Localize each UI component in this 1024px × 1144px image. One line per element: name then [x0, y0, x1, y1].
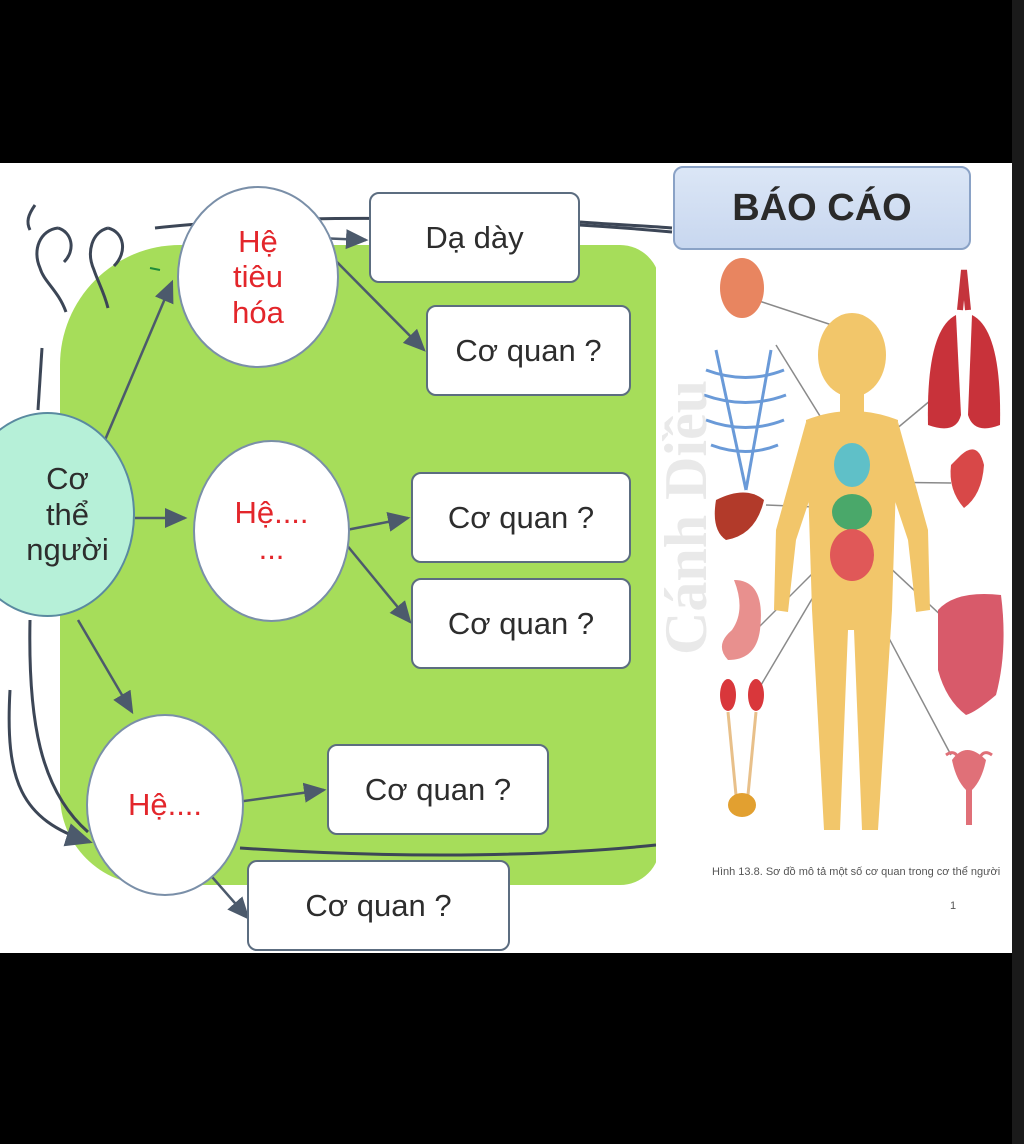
brain-icon: [720, 258, 764, 318]
bladder-icon: [728, 793, 756, 817]
organ-box-label: Dạ dày: [425, 219, 524, 255]
ribcage-icon: [703, 349, 787, 491]
system-node-label: Hệ tiêu hóa: [232, 223, 284, 330]
organ-box-3: Cơ quan ?: [411, 472, 631, 563]
report-header: BÁO CÁO: [673, 166, 971, 250]
anatomy-illustration: Cánh Diều: [653, 250, 1012, 930]
organ-box-label: Cơ quan ?: [305, 887, 452, 923]
quote-doodle-icon: [26, 204, 124, 313]
organ-box-label: Cơ quan ?: [447, 605, 595, 641]
organ-box-label: Cơ quan ?: [455, 332, 602, 368]
organ-box-label: Cơ quan ?: [364, 771, 512, 807]
screen-edge: [1012, 0, 1024, 1144]
organ-box-6: Cơ quan ?: [247, 860, 510, 951]
kidney-icon: [720, 679, 736, 711]
page-number: 1: [950, 900, 957, 912]
lungs-icon: [927, 315, 961, 429]
system-node-3: Hệ....: [86, 714, 244, 896]
root-node-label: Cơ thể người: [26, 461, 109, 568]
report-label: BÁO CÁO: [732, 186, 912, 229]
system-node-label: Hệ.... ...: [234, 495, 309, 566]
organ-box-label: Cơ quan ?: [447, 499, 595, 535]
figure-caption: Hình 13.8. Sơ đồ mô tả một số cơ quan tr…: [712, 866, 1001, 878]
uterus-icon: [952, 750, 986, 825]
organ-box-5: Cơ quan ?: [327, 744, 549, 835]
system-node-digestive: Hệ tiêu hóa: [177, 186, 339, 368]
organ-box-4: Cơ quan ?: [411, 578, 631, 669]
organ-box-stomach: Dạ dày: [369, 192, 580, 283]
system-node-2: Hệ.... ...: [193, 440, 350, 622]
root-node: Cơ thể người: [0, 412, 135, 617]
watermark-text: Cánh Diều: [656, 380, 719, 655]
system-node-label: Hệ....: [127, 787, 203, 823]
heart-icon: [950, 449, 984, 508]
organ-box-2: Cơ quan ?: [426, 305, 631, 396]
intestine-icon: [938, 594, 1004, 715]
liver-icon: [714, 492, 764, 540]
human-organs-figure: Cánh Diều: [653, 258, 1004, 830]
stomach-icon: [721, 580, 761, 660]
